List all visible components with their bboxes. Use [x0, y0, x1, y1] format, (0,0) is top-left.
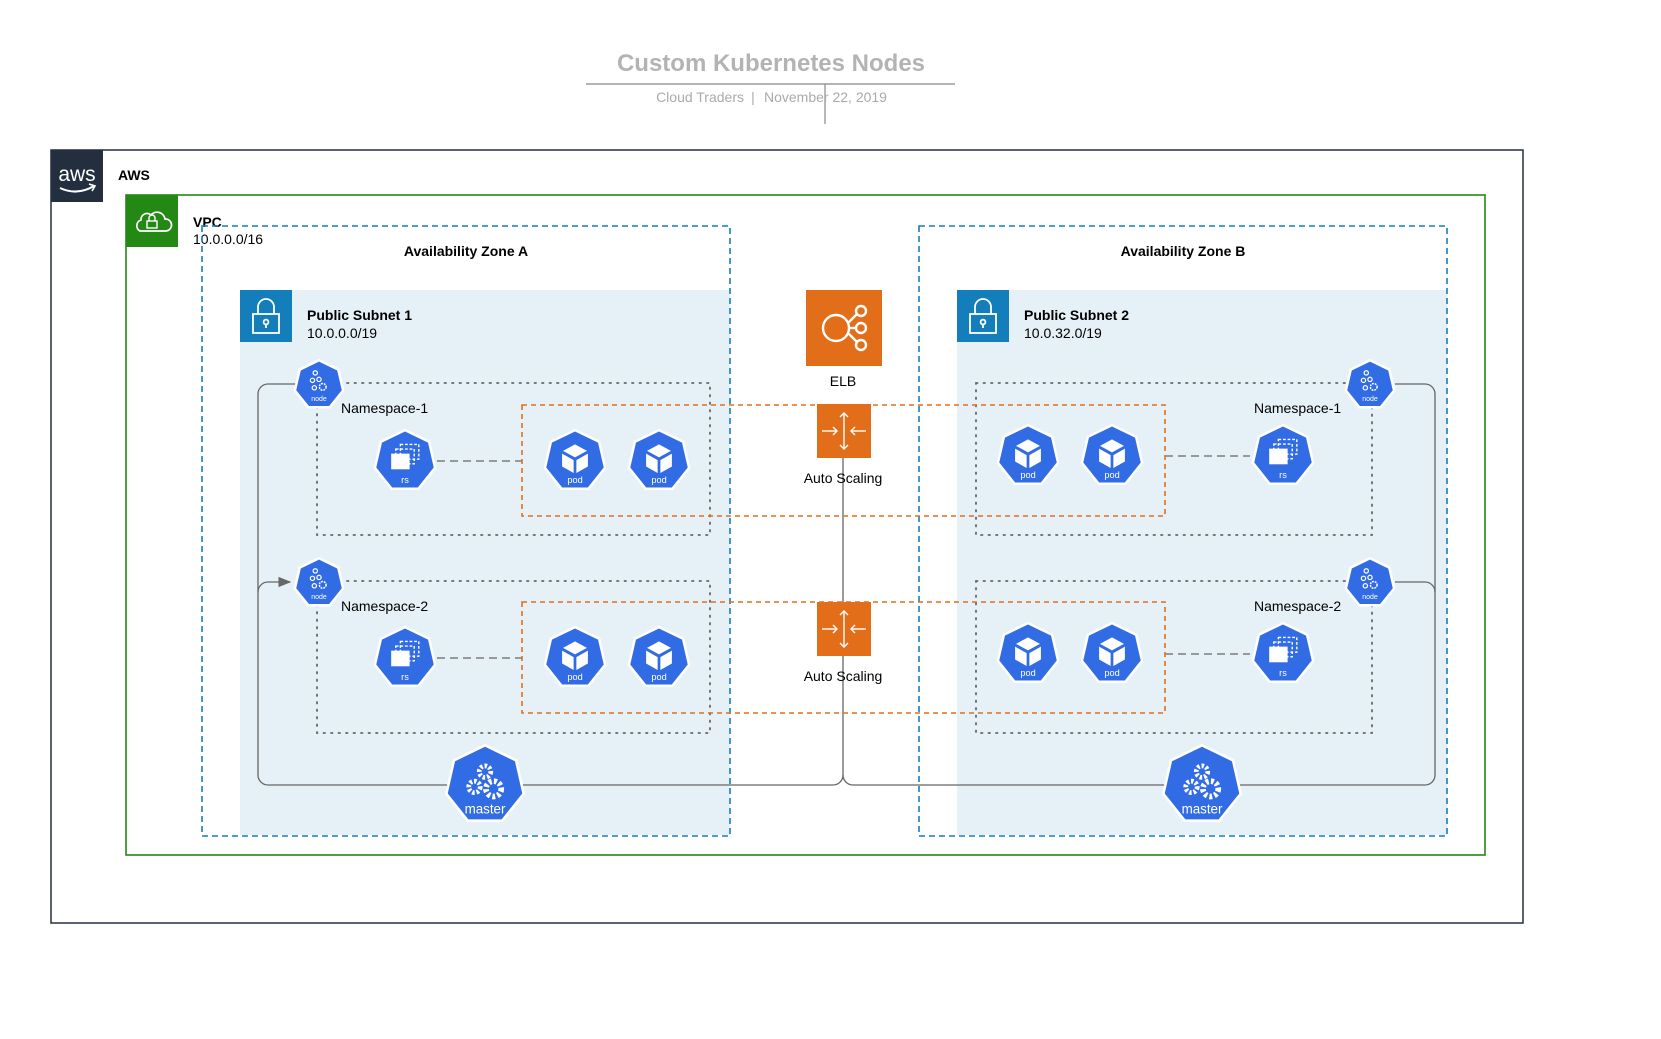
subnet-1-lock-icon [240, 290, 292, 342]
diagram-title: Custom Kubernetes Nodes [617, 50, 925, 77]
autoscaling-1-label: Auto Scaling [804, 470, 883, 486]
elb-icon [806, 290, 882, 366]
vpc-group [125, 194, 1486, 856]
namespace-2-label-a: Namespace-2 [341, 598, 428, 614]
subnet-2-lock-icon [957, 290, 1009, 342]
autoscaling-1-icon [817, 404, 871, 458]
aws-cloud-group [50, 149, 1524, 924]
subnet-1-name: Public Subnet 1 [307, 307, 412, 323]
diagram-date: November 22, 2019 [764, 89, 887, 105]
subnet-1-cidr: 10.0.0.0/19 [307, 325, 377, 341]
vpc-cloud-icon [126, 195, 178, 247]
autoscaling-group-2 [521, 601, 1166, 714]
namespace-1-box-a [316, 382, 711, 536]
diagram-author: Cloud Traders [656, 89, 744, 105]
autoscaling-group-1 [521, 404, 1166, 517]
namespace-1-label-b: Namespace-1 [1254, 400, 1341, 416]
autoscaling-2-label: Auto Scaling [804, 668, 883, 684]
vpc-cidr: 10.0.0.0/16 [193, 231, 263, 247]
availability-zone-a [201, 225, 731, 837]
namespace-2-box-b [975, 580, 1373, 734]
availability-zone-b [918, 225, 1448, 837]
namespace-1-box-b [975, 382, 1373, 536]
connection-lines [257, 383, 1436, 786]
namespace-1-label-a: Namespace-1 [341, 400, 428, 416]
subnet-2-cidr: 10.0.32.0/19 [1024, 325, 1102, 341]
autoscaling-2-icon [817, 602, 871, 656]
namespace-2-label-b: Namespace-2 [1254, 598, 1341, 614]
svg-text:aws: aws [58, 163, 95, 186]
subnet-2-name: Public Subnet 2 [1024, 307, 1129, 323]
availability-zone-a-label: Availability Zone A [404, 243, 528, 259]
rs-to-pod-links [437, 455, 1250, 659]
vpc-label: VPC [193, 214, 222, 230]
aws-logo-icon: aws [51, 150, 103, 202]
namespace-2-box-a [316, 580, 711, 734]
header-separator: | [751, 89, 755, 105]
elb-label: ELB [830, 373, 856, 389]
availability-zone-b-label: Availability Zone B [1121, 243, 1246, 259]
aws-label: AWS [118, 167, 150, 183]
